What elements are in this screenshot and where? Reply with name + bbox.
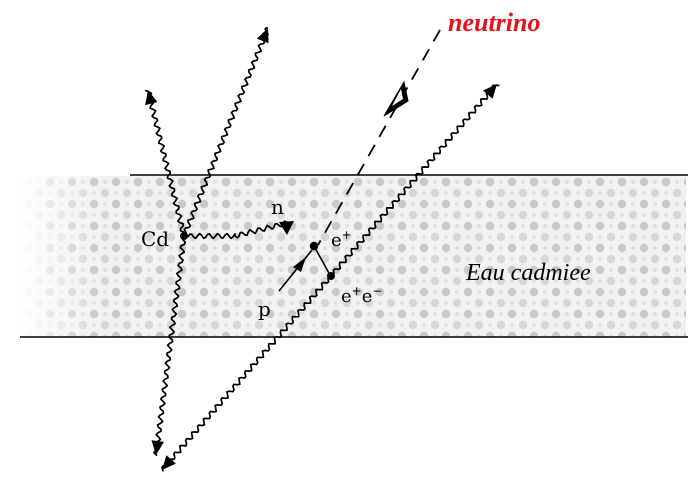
gamma-ray-annihil-down (161, 275, 332, 472)
gamma-ray-annihil-down-arrowhead (162, 455, 176, 470)
neutrino-track (317, 29, 441, 246)
gamma-ray-cd-up-right (183, 26, 269, 237)
neutrino-label: neutrino (448, 8, 541, 37)
proton-track (278, 249, 313, 292)
cadmium-capture-vertex (180, 232, 188, 240)
positron-track (313, 245, 331, 276)
neutron-label: n (271, 195, 284, 219)
neutron-path (183, 220, 293, 240)
medium-label: Eau cadmiee (465, 260, 591, 286)
cadmium-water-band (20, 174, 688, 338)
proton-arrowhead (293, 257, 306, 272)
gamma-ray-annihil-up (330, 84, 500, 277)
gamma-ray-cd-down-arrowhead (151, 440, 164, 455)
neutron-arrowhead (279, 221, 294, 235)
cadmium-label: Cd (141, 227, 169, 251)
gamma-rays (144, 26, 500, 472)
proton-line (278, 249, 313, 292)
gamma-ray-cd-down (153, 235, 187, 456)
annihilation-vertex (327, 272, 335, 280)
positron-label: e+ (331, 228, 352, 251)
interaction-vertex (309, 241, 319, 251)
pair-label: e+e− (341, 284, 382, 307)
proton-label: p (258, 297, 271, 321)
gamma-ray-annihil-up-arrowhead (483, 84, 497, 99)
neutrino-arrowhead-inner (392, 89, 403, 106)
gamma-ray-cd-up-left-arrowhead (145, 90, 158, 106)
neutrino-dashed-line (317, 29, 441, 246)
gamma-ray-cd-up-right-arrowhead (256, 28, 269, 44)
gamma-ray-cd-up-left (144, 89, 186, 237)
